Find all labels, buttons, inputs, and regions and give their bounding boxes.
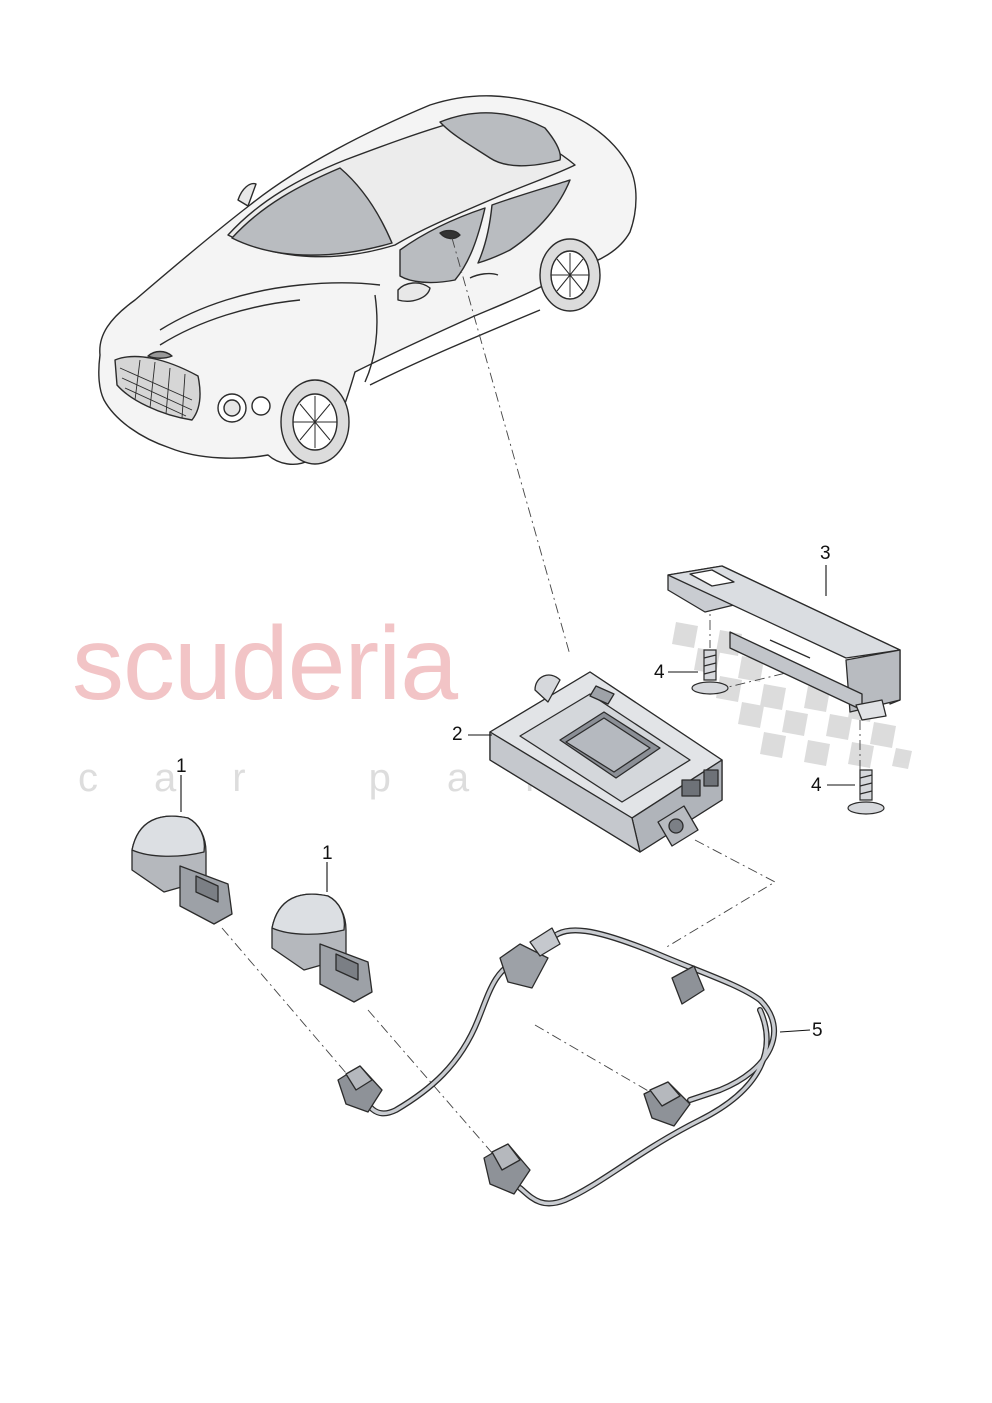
watermark-brand: scuderia [72, 606, 458, 722]
bracket-part [667, 565, 901, 721]
callout-bracket: 3 [820, 543, 831, 564]
screw-upper [691, 649, 729, 695]
lock-unit-right [271, 893, 373, 1003]
control-unit-part [489, 671, 723, 853]
car-sunroof [439, 112, 562, 167]
car-mirror [397, 282, 431, 302]
car-side-window-rear [477, 179, 571, 264]
callout-lock-unit-right: 1 [322, 843, 333, 864]
callout-control-unit: 2 [452, 724, 463, 745]
screw-lower [847, 769, 885, 815]
car-windshield [231, 167, 393, 256]
callout-screw-lower: 4 [811, 775, 822, 796]
callout-lock-unit-left: 1 [176, 756, 187, 777]
car-sensor-location [439, 229, 461, 240]
car-antenna [237, 182, 257, 207]
car-side-window-front [399, 207, 486, 284]
car-illustration [98, 95, 637, 466]
callout-leaders [180, 565, 855, 1033]
callout-wiring-harness: 5 [812, 1020, 823, 1041]
lock-unit-left [131, 815, 233, 925]
car-headlight-inner [251, 396, 271, 416]
callout-screw-upper: 4 [654, 662, 665, 683]
wiring-harness-part [337, 927, 778, 1207]
